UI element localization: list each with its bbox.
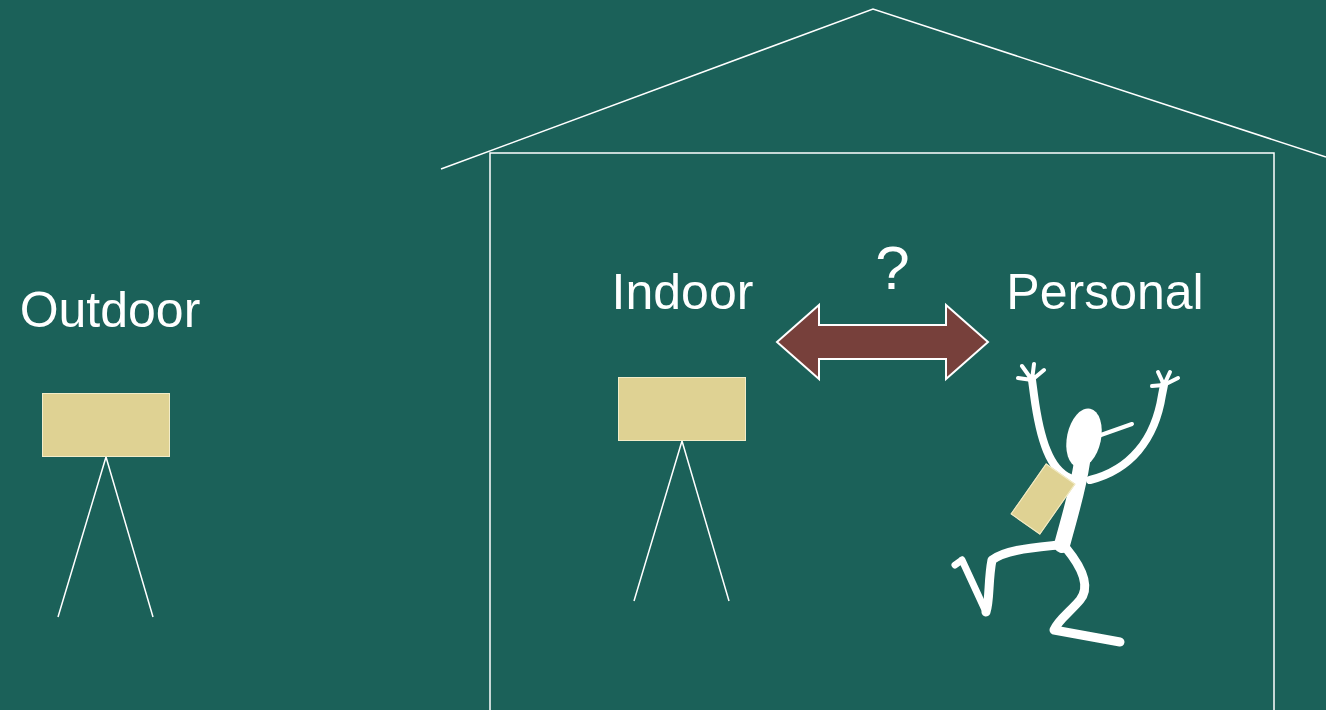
tripod-legs: [58, 441, 729, 617]
sensor-node: Indoor: [600, 262, 765, 442]
node-label: Indoor: [600, 262, 765, 322]
node-label: Personal: [985, 262, 1225, 322]
double-arrow: [777, 305, 988, 379]
sensor-box: [1010, 463, 1075, 534]
sensor-box: [618, 377, 746, 441]
person-figure: [955, 364, 1178, 642]
sensor-node: Personal: [985, 262, 1225, 542]
indoor-tripod: [634, 441, 729, 601]
house-roof: [441, 9, 1326, 169]
outdoor-tripod: [58, 457, 153, 617]
sensor-node: Outdoor: [10, 280, 210, 460]
house-wall: [490, 153, 1274, 710]
sensor-box: [42, 393, 170, 457]
node-label: Outdoor: [10, 280, 210, 340]
edge-label: ?: [875, 233, 909, 303]
house-outline: [441, 9, 1326, 710]
